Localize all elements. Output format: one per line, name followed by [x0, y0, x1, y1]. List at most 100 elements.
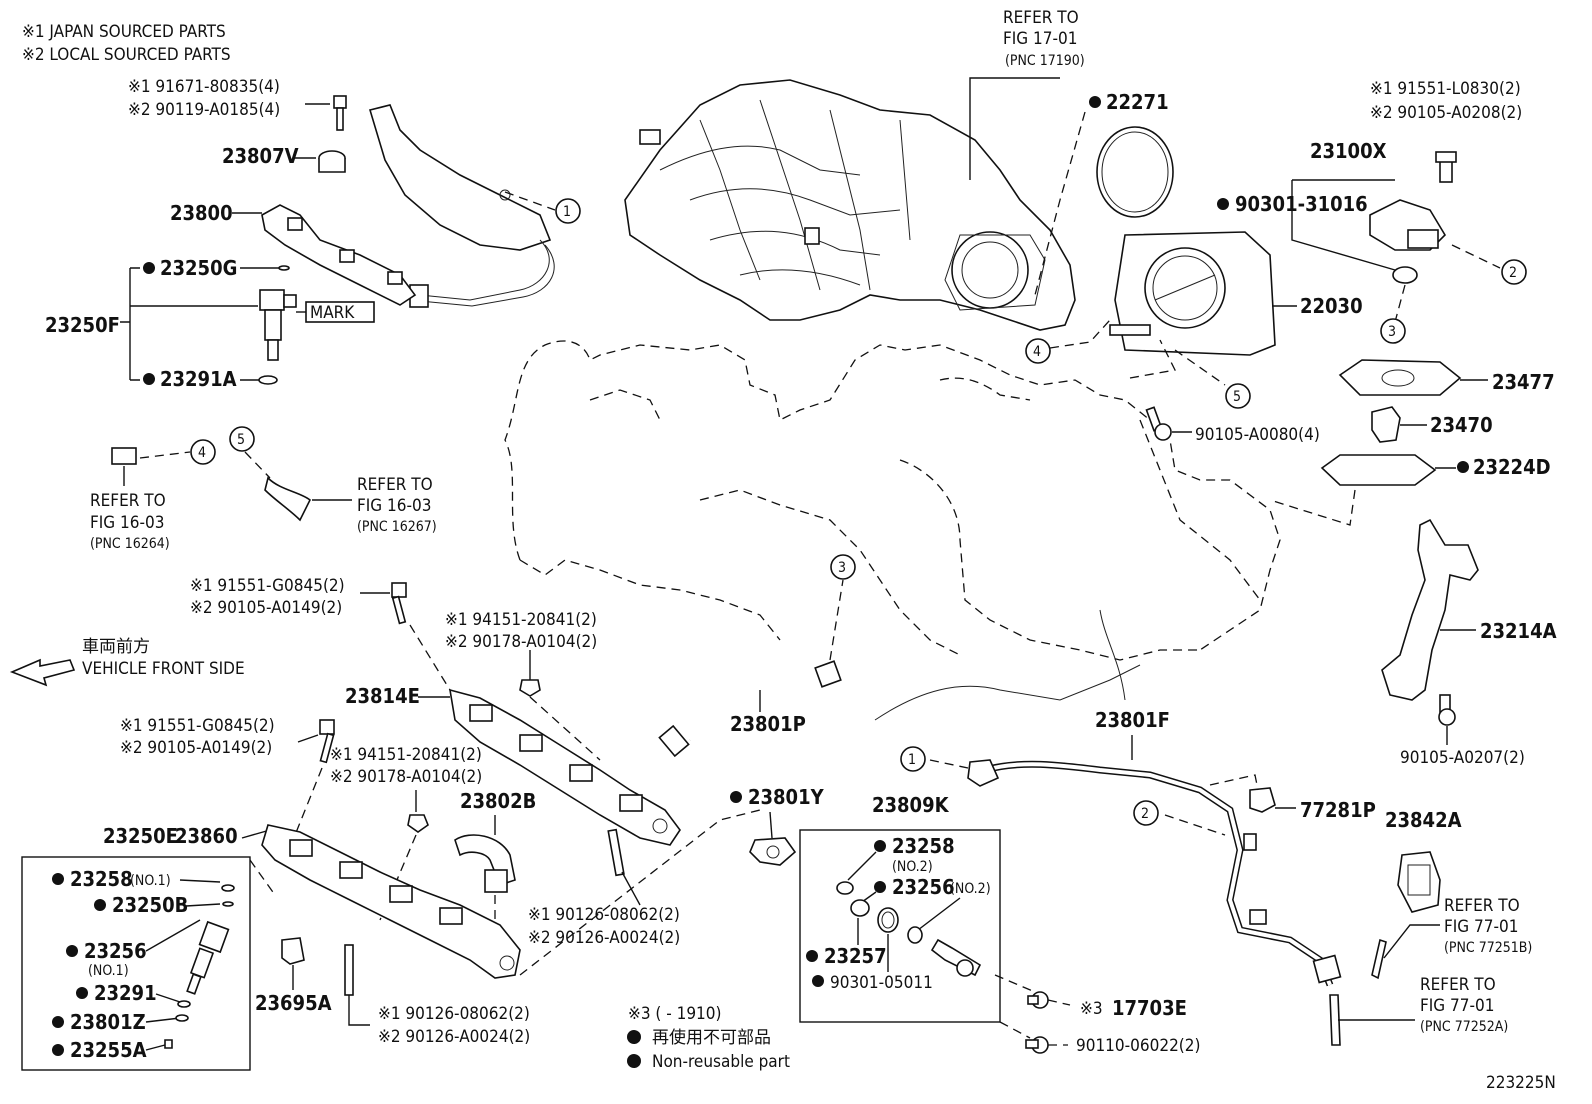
svg-text:23477: 23477 [1492, 370, 1555, 394]
sensor-23842a: 23842A [1385, 808, 1462, 913]
svg-text:23860: 23860 [175, 824, 238, 848]
stud-90126-lower: ※1 90126-08062(2) ※2 90126-A0024(2) [344, 944, 530, 1047]
svg-text:2: 2 [1141, 806, 1149, 822]
callout-2: 2 [1501, 259, 1527, 285]
vehicle-front-indicator: 車両前方 VEHICLE FRONT SIDE [9, 637, 245, 687]
callout-1: 1 [555, 198, 581, 224]
svg-text:※2 90119-A0185(4): ※2 90119-A0185(4) [128, 100, 280, 120]
intake-manifold [624, 79, 1076, 331]
delivery-pipe-23814e: ※1 91551-G0845(2) ※2 90105-A0149(2) ※1 9… [190, 576, 681, 846]
svg-text:※2 90126-A0024(2): ※2 90126-A0024(2) [378, 1027, 530, 1047]
svg-text:23801P: 23801P [730, 712, 806, 736]
callout-3b: 3 [830, 554, 856, 580]
svg-text:MARK: MARK [310, 303, 355, 323]
svg-text:23291: 23291 [94, 981, 157, 1005]
svg-text:(NO.2): (NO.2) [950, 881, 991, 897]
injector-kit-23250e: 23250E 23258 (NO.1) 23250B 23256 (NO.1) … [21, 824, 276, 1071]
svg-text:23801F: 23801F [1095, 708, 1170, 732]
label-90301-31016: 90301-31016 [1235, 192, 1368, 216]
svg-text:90105-A0080(4): 90105-A0080(4) [1195, 425, 1320, 445]
svg-text:REFER TO: REFER TO [1420, 975, 1496, 995]
svg-text:23214A: 23214A [1480, 619, 1557, 643]
seal-kit-23809k: 23809K 23258 (NO.2) 23256 (NO.2) 23257 9… [799, 793, 1001, 1023]
svg-text:22030: 22030 [1300, 294, 1363, 318]
svg-text:23809K: 23809K [872, 793, 950, 817]
fuel-rail-23860: 23860 [175, 809, 761, 979]
svg-text:※3: ※3 [1080, 999, 1103, 1019]
callout-4b: 4 [190, 439, 216, 465]
bolt-90110-06022: 90110-06022(2) [999, 1021, 1200, 1056]
svg-text:17703E: 17703E [1112, 996, 1187, 1020]
svg-text:1: 1 [908, 752, 916, 768]
refer-77-01-a: REFER TO FIG 77-01 (PNC 77251B) [1371, 896, 1532, 980]
svg-text:FIG 77-01: FIG 77-01 [1444, 917, 1518, 937]
svg-text:REFER TO: REFER TO [1444, 896, 1520, 916]
legend-en: Non-reusable part [652, 1052, 790, 1072]
refer-to-label: REFER TO [1003, 8, 1079, 28]
fuel-pipe-23800 [368, 104, 555, 308]
refer-16-03-b: REFER TO FIG 16-03 (PNC 16267) [244, 451, 437, 535]
svg-text:※1 90126-08062(2): ※1 90126-08062(2) [528, 905, 680, 925]
gasket-22271: 22271 [1034, 90, 1174, 296]
svg-text:3: 3 [838, 560, 846, 576]
refer-16-03-a: REFER TO FIG 16-03 (PNC 16264) [90, 447, 191, 552]
svg-text:23255A: 23255A [70, 1038, 147, 1062]
svg-text:23802B: 23802B [460, 789, 536, 813]
svg-text:(PNC 16267): (PNC 16267) [357, 519, 437, 535]
refer-pnc-label: (PNC 17190) [1005, 53, 1085, 69]
callout-2b: 2 [1133, 800, 1159, 826]
callout-3: 3 [1380, 318, 1406, 344]
svg-text:23250F: 23250F [45, 313, 120, 337]
engine-block-outline [504, 340, 1281, 721]
svg-text:※1 91551-G0845(2): ※1 91551-G0845(2) [120, 716, 275, 736]
svg-text:23258: 23258 [892, 834, 955, 858]
callout-1b: 1 [900, 746, 926, 772]
fuel-rail-23800: 23800 [170, 201, 417, 306]
svg-text:90105-A0207(2): 90105-A0207(2) [1400, 748, 1525, 768]
svg-text:FIG 16-03: FIG 16-03 [357, 496, 431, 516]
svg-text:23257: 23257 [824, 944, 887, 968]
svg-text:5: 5 [237, 432, 245, 448]
svg-text:3: 3 [1388, 324, 1396, 340]
svg-text:90301-05011: 90301-05011 [830, 973, 933, 993]
svg-text:23801Z: 23801Z [70, 1010, 146, 1034]
svg-text:23695A: 23695A [255, 991, 332, 1015]
svg-text:※2 90126-A0024(2): ※2 90126-A0024(2) [528, 928, 680, 948]
injector-group-23250f: 23250G 23250F MARK 23291A [45, 256, 375, 391]
gasket-23224d: 23224D [1269, 454, 1551, 526]
refer-77-01-b: REFER TO FIG 77-01 (PNC 77252A) [1329, 975, 1508, 1046]
svg-text:車両前方: 車両前方 [82, 637, 150, 657]
svg-text:22271: 22271 [1106, 90, 1169, 114]
svg-text:VEHICLE FRONT SIDE: VEHICLE FRONT SIDE [82, 659, 245, 679]
bracket-77281p: 77281P [1209, 774, 1376, 822]
svg-text:23256: 23256 [84, 939, 147, 963]
svg-text:FIG 77-01: FIG 77-01 [1420, 996, 1494, 1016]
svg-text:23256: 23256 [892, 875, 955, 899]
svg-text:※2 90105-A0149(2): ※2 90105-A0149(2) [190, 598, 342, 618]
svg-text:※2 90178-A0104(2): ※2 90178-A0104(2) [330, 767, 482, 787]
svg-text:※2 90105-A0149(2): ※2 90105-A0149(2) [120, 738, 272, 758]
bolt-17703e: ※3 17703E [994, 974, 1187, 1020]
svg-text:FIG 16-03: FIG 16-03 [90, 513, 164, 533]
svg-text:REFER TO: REFER TO [357, 475, 433, 495]
svg-text:23250E: 23250E [103, 824, 178, 848]
spacer-23807v: 23807V [222, 144, 346, 173]
note-japan-sourced: ※1 JAPAN SOURCED PARTS [22, 22, 226, 42]
callout-5b: 5 [229, 426, 255, 452]
fuel-pipe-23801p: 23801P [658, 579, 844, 758]
svg-text:※1 94151-20841(2): ※1 94151-20841(2) [445, 610, 597, 630]
svg-text:4: 4 [1033, 344, 1041, 360]
svg-text:※1 91551-L0830(2): ※1 91551-L0830(2) [1370, 79, 1521, 99]
svg-text:77281P: 77281P [1300, 798, 1376, 822]
svg-text:23224D: 23224D [1473, 455, 1551, 479]
legend: ※3 ( - 1910) 再使用不可部品 Non-reusable part [627, 1004, 790, 1072]
svg-text:※1 94151-20841(2): ※1 94151-20841(2) [330, 745, 482, 765]
svg-text:23842A: 23842A [1385, 808, 1462, 832]
svg-text:23800: 23800 [170, 201, 233, 225]
svg-text:1: 1 [563, 204, 571, 220]
svg-text:※3 ( - 1910): ※3 ( - 1910) [628, 1004, 721, 1024]
svg-text:23291A: 23291A [160, 367, 237, 391]
pump-gasket-23477: 23477 [1338, 359, 1555, 396]
svg-text:23814E: 23814E [345, 684, 420, 708]
